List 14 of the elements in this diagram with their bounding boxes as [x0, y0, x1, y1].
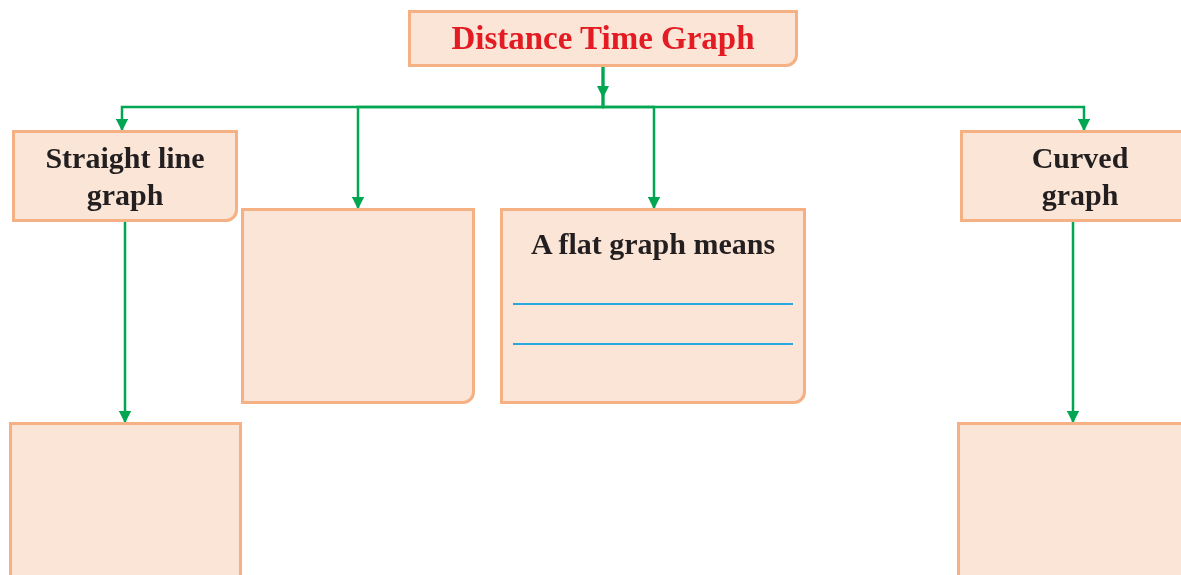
empty-box: [957, 422, 1181, 575]
arrow: [1066, 222, 1080, 424]
node-label: A flat graph means: [530, 226, 776, 262]
arrow: [118, 222, 132, 424]
arrow: [601, 67, 1091, 132]
empty-box: [9, 422, 242, 575]
empty-box: [241, 208, 475, 404]
title-text: Distance Time Graph: [451, 18, 755, 58]
concept-box: [12, 130, 238, 222]
concept-box: [408, 10, 798, 67]
concept-box: [500, 208, 806, 404]
node-label: Curved graph: [1030, 139, 1130, 213]
node-label: Straight line graph: [44, 139, 206, 213]
concept-box: [960, 130, 1181, 222]
